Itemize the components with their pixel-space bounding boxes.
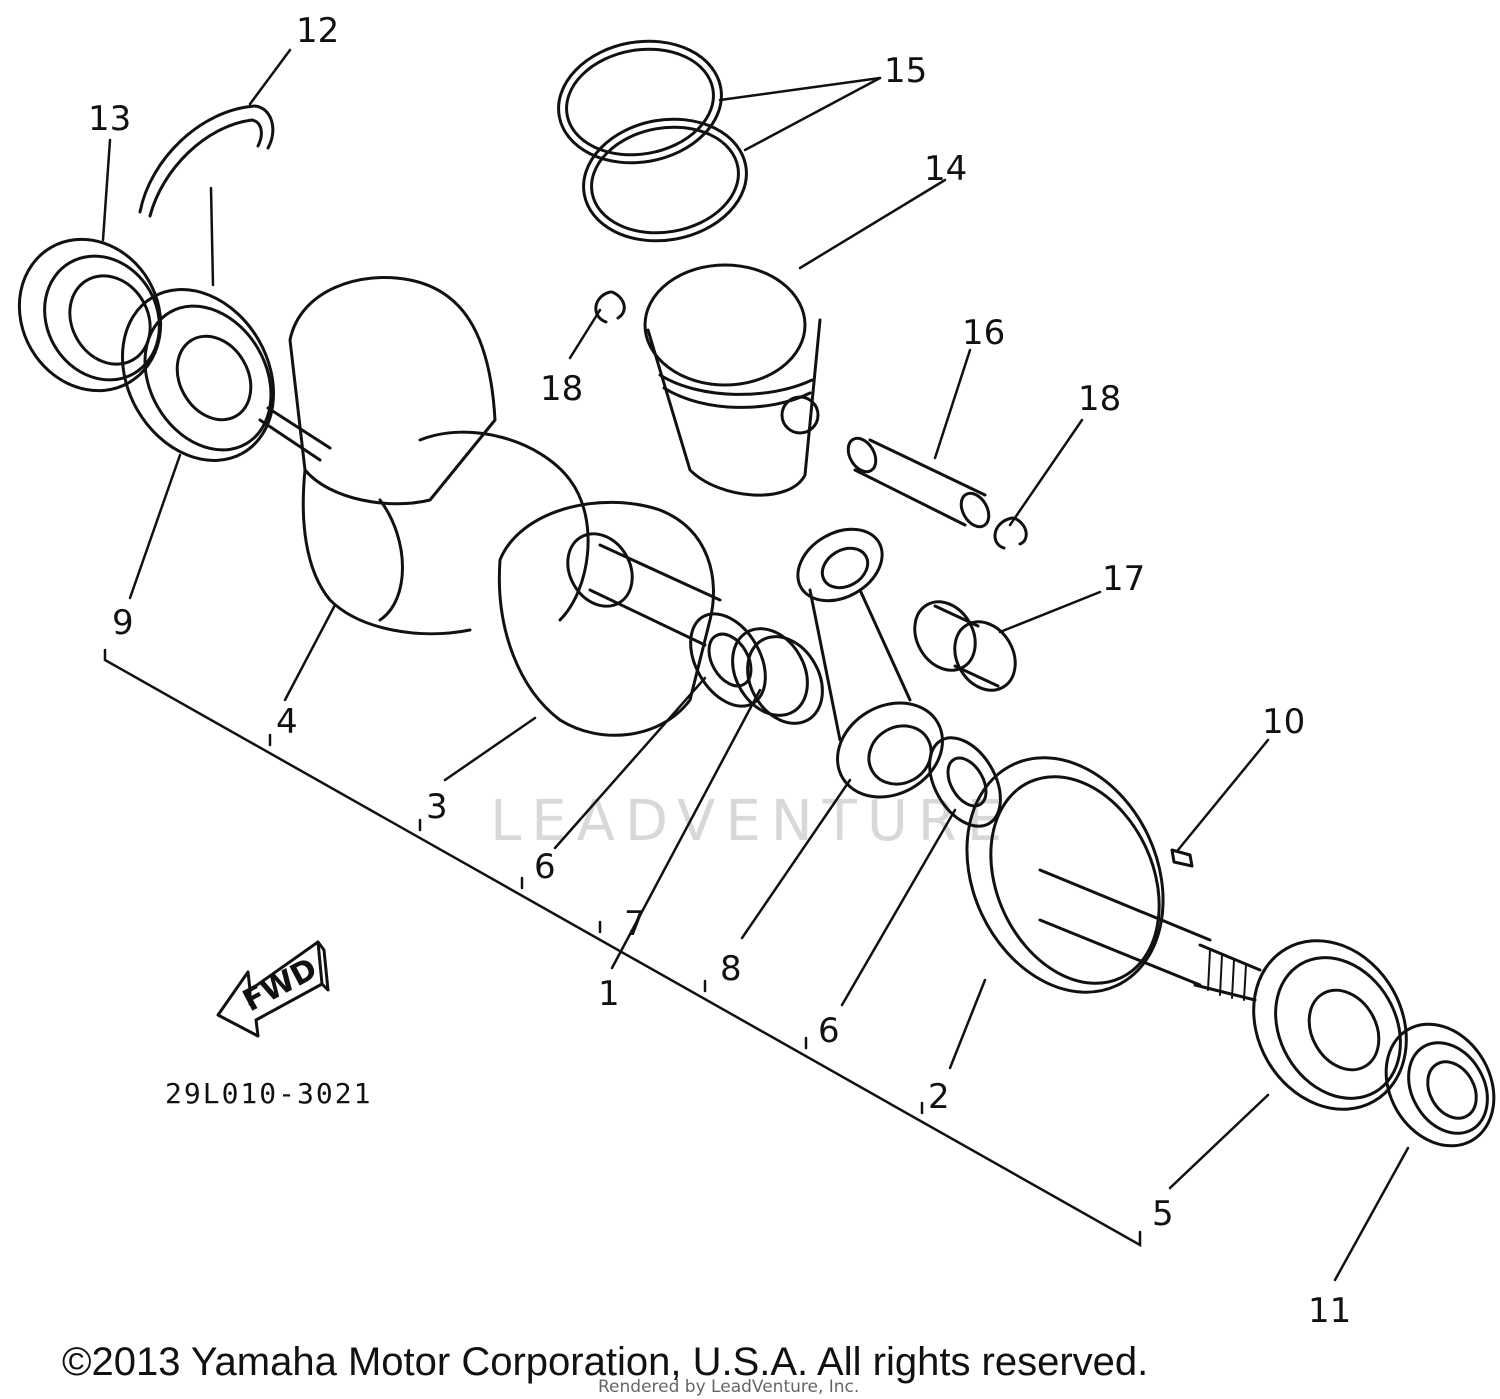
callout-1: 1 [598,974,620,1014]
callout-18b: 18 [1078,379,1121,419]
callout-13: 13 [88,99,131,139]
callout-16: 16 [962,313,1005,353]
circlip-part [138,104,275,218]
callout-10: 10 [1262,702,1305,742]
woodruff-key-part [1170,848,1194,868]
piston-pin-clip-left-part [594,290,626,324]
callout-2: 2 [928,1077,950,1117]
callout-11: 11 [1308,1291,1351,1331]
piston-rings-part [557,39,748,243]
piston-part [643,263,822,497]
watermark-text: LEADVENTURE [490,789,1012,854]
assembly-bracket-ticks [268,733,924,1115]
crank-left-half-part [258,276,590,636]
callout-12: 12 [296,11,339,51]
crank-right-half-part [497,500,722,737]
crankshaft-right-part [965,756,1262,1002]
callout-17: 17 [1102,559,1145,599]
oil-seal-right-part [1384,1022,1496,1148]
leader-lines [101,48,1410,1282]
rendered-by-notice: Rendered by LeadVenture, Inc. [598,1377,859,1397]
callout-7: 7 [624,904,646,944]
thrust-washer-upper-part [689,612,767,708]
callout-18a: 18 [540,369,583,409]
callout-15: 15 [884,51,927,91]
fwd-label: FWD [237,951,323,1019]
needle-bearing-small-end-part [913,600,1017,692]
thrust-washer-lower-part [928,736,1002,828]
diagram-code: 29L010-3021 [165,1077,372,1110]
bearing-right-part [1252,939,1408,1111]
bearing-left-part [121,186,275,462]
assembly-bracket-line [103,648,1142,1248]
callout-3: 3 [426,787,448,827]
oil-seal-left-part [17,237,163,393]
callout-6b: 6 [818,1011,840,1051]
callout-5: 5 [1152,1194,1174,1234]
piston-pin-part [846,436,991,529]
callout-4: 4 [276,702,298,742]
piston-pin-clip-right-part [993,516,1028,550]
callout-6a: 6 [534,847,556,887]
callout-9: 9 [112,603,134,643]
connecting-rod-part [796,527,944,799]
callout-8: 8 [720,949,742,989]
callout-14: 14 [924,149,967,189]
copyright-notice: ©2013 Yamaha Motor Corporation, U.S.A. A… [62,1340,1148,1384]
forward-direction-arrow: FWD [216,940,330,1038]
